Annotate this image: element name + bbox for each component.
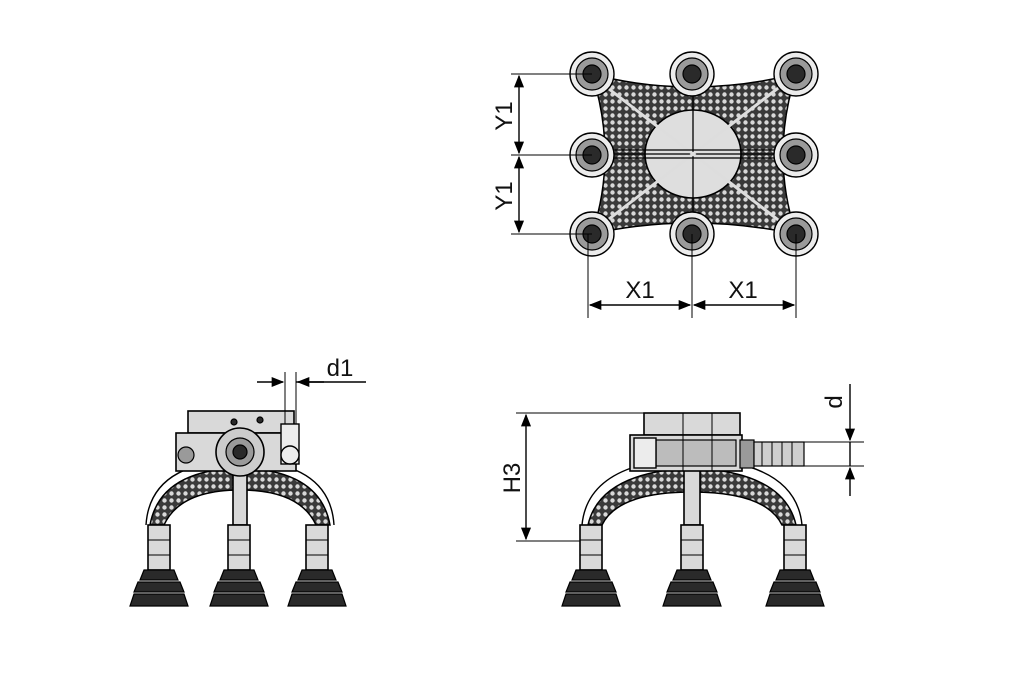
y1-top-label: Y1	[491, 101, 518, 130]
y1-bottom-label: Y1	[491, 181, 518, 210]
front-center-spine	[232, 469, 248, 526]
front-bellows-cups	[129, 569, 347, 607]
cup-bottom-mid	[669, 211, 715, 257]
top-spokes	[595, 77, 791, 231]
cup-top-mid	[669, 51, 715, 97]
d-dimension-lines	[804, 384, 864, 496]
side-bellows-cups	[561, 569, 825, 607]
h3-label: H3	[499, 463, 526, 494]
x1-right-label: X1	[728, 277, 757, 304]
side-body-top	[643, 412, 741, 436]
d1-label: d1	[327, 355, 354, 382]
x1-dimension-lines	[587, 234, 797, 318]
front-view: d1	[129, 355, 366, 607]
y1-dimension-lines	[511, 73, 592, 235]
front-legs	[147, 524, 329, 571]
x1-left-label: X1	[625, 277, 654, 304]
cup-top-right	[773, 51, 819, 97]
side-center-spine	[683, 469, 701, 526]
side-hose-nut	[739, 439, 755, 469]
d-label: d	[821, 395, 848, 408]
side-legs	[579, 524, 807, 571]
d1-dimension-lines	[257, 372, 366, 424]
side-view: H3 d	[499, 384, 864, 607]
cup-mid-right	[773, 132, 819, 178]
h3-dimension-lines	[516, 412, 644, 542]
front-arc-mesh	[149, 467, 331, 526]
top-view: Y1 Y1 X1 X1	[491, 51, 819, 318]
